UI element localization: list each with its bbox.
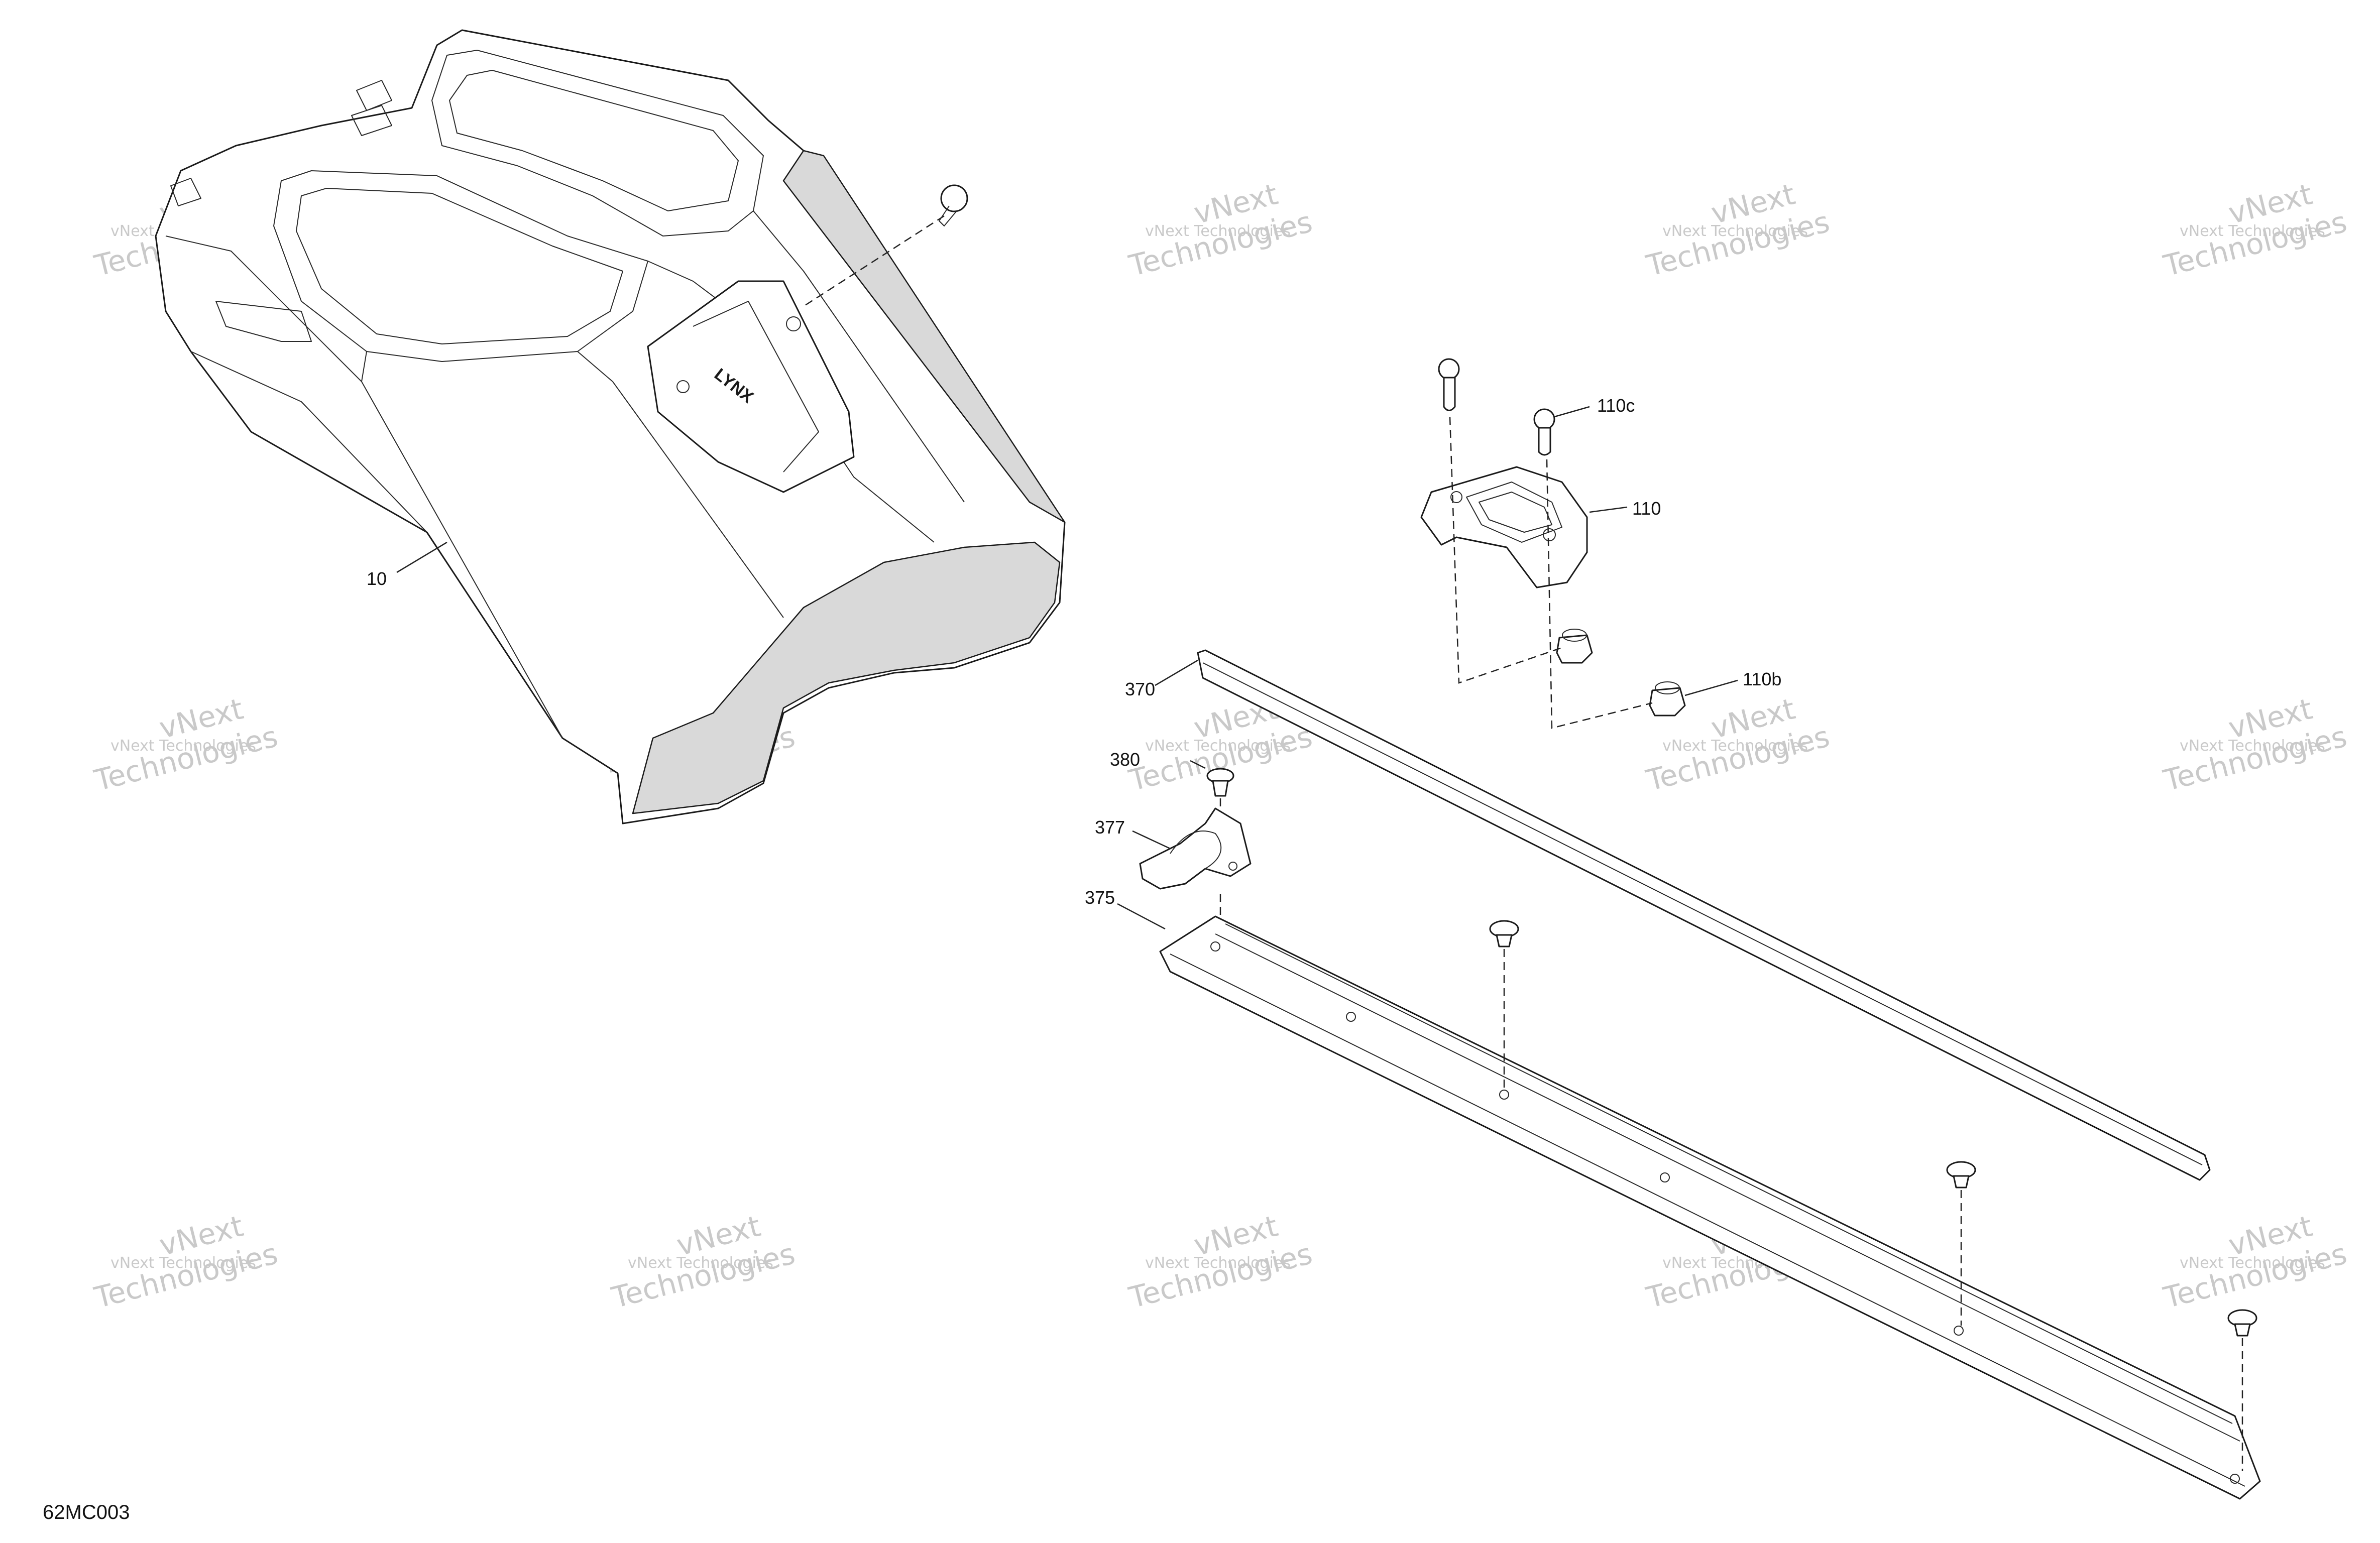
screw-icon (940, 184, 968, 212)
callout-110c: 110c (1597, 395, 1635, 416)
callout-380: 380 (1110, 749, 1140, 770)
watermark-line1: vNext Technologies (2180, 1254, 2325, 1272)
rail-part (1159, 915, 2261, 1500)
drawing-code: 62MC003 (43, 1501, 130, 1523)
callout-370: 370 (1125, 679, 1155, 699)
rail-cover-part (1197, 649, 2211, 1181)
watermark-line1: vNext Technologies (110, 737, 256, 755)
watermark-line1: vNext Technologies (1145, 1254, 1291, 1272)
callout-377: 377 (1095, 817, 1125, 838)
callout-110b: 110b (1743, 669, 1781, 689)
screw-icon (1533, 408, 1555, 430)
watermark-line1: vNext Technologies (2180, 222, 2325, 240)
handle-bracket-assembly (1420, 358, 1686, 729)
callout-110: 110 (1632, 498, 1661, 519)
hood-cover-part: LYNX (155, 29, 1066, 824)
rivet-part (1206, 768, 1234, 823)
clip-part (1139, 807, 1252, 924)
watermark-line1: vNext Technologies (2180, 737, 2325, 755)
watermark-line1: vNext Technologies (628, 1254, 773, 1272)
watermark-line1: vNext Technologies (1145, 737, 1291, 755)
watermark-line1: vNext Technologies (1145, 222, 1291, 240)
callout-10: 10 (367, 568, 387, 589)
screw-icon (1438, 358, 1460, 380)
watermark-line1: vNext Technologies (1662, 222, 1808, 240)
callout-375: 375 (1085, 887, 1115, 908)
watermark-line1: vNext Technologies (110, 1254, 256, 1272)
watermark-line1: vNext Technologies (1662, 737, 1808, 755)
